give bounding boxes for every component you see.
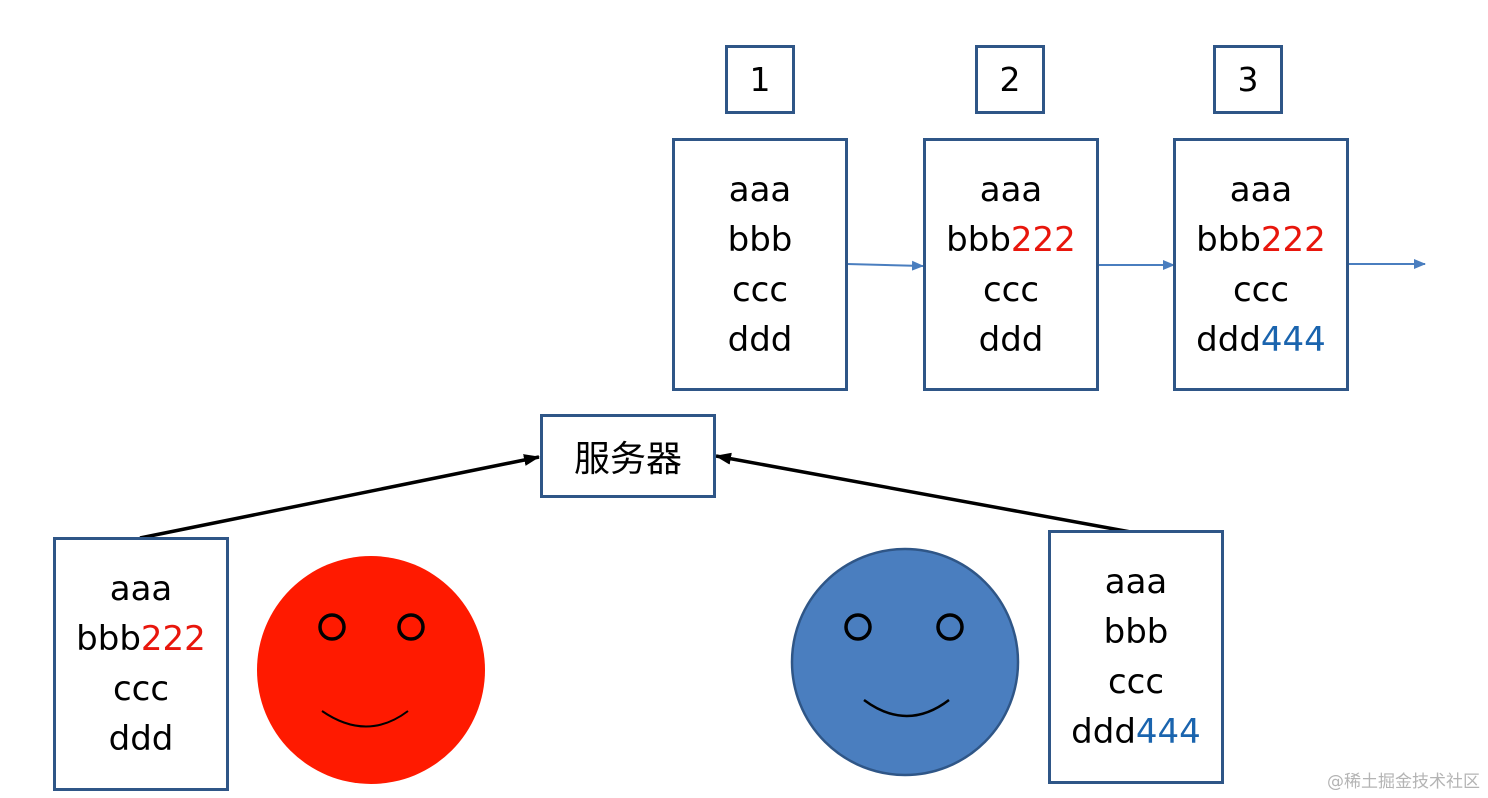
client-right-eye-right	[936, 613, 964, 641]
version-2-number: 2	[975, 45, 1045, 114]
line-base-text: ccc	[982, 269, 1040, 310]
doc-line: ddd	[109, 714, 174, 764]
version-arrow-1-to-2	[846, 260, 924, 271]
client-left-document: aaa bbb222 ccc ddd	[53, 537, 229, 791]
line-edit-text: 222	[140, 619, 206, 659]
client-right-smile	[863, 698, 950, 718]
doc-line: aaa	[1230, 165, 1293, 215]
watermark: @稀土掘金技术社区	[1327, 772, 1480, 792]
doc-line: aaa	[729, 165, 792, 215]
version-2-number-text: 2	[999, 60, 1021, 99]
doc-line: bbb	[728, 215, 793, 265]
doc-line: ddd	[728, 315, 793, 365]
line-base-text: bbb	[1103, 612, 1169, 652]
doc-line: ddd444	[1196, 315, 1326, 365]
client-right-face	[790, 547, 1020, 777]
line-edit-text: 222	[1260, 219, 1326, 260]
version-3-document: aaa bbb222 ccc ddd444	[1173, 138, 1349, 391]
line-base-text: ccc	[731, 269, 789, 310]
client-left-to-server-arrow	[139, 454, 540, 540]
client-left-face	[257, 556, 485, 784]
version-2-document: aaa bbb222 ccc ddd	[923, 138, 1099, 391]
server-label: 服务器	[573, 439, 682, 480]
client-right-document: aaa bbb ccc ddd444	[1048, 530, 1224, 784]
line-base-text: bbb	[76, 619, 141, 659]
server-box: 服务器	[540, 414, 716, 498]
doc-line: aaa	[980, 165, 1043, 215]
line-base-text: ddd	[1196, 319, 1261, 360]
client-left-eye-right	[397, 613, 425, 641]
version-1-document: aaa bbb ccc ddd	[672, 138, 848, 391]
doc-line: bbb	[1104, 607, 1169, 657]
doc-line: ddd444	[1071, 707, 1201, 757]
client-left-smile	[321, 710, 409, 728]
line-edit-text: 222	[1010, 219, 1076, 260]
doc-line: aaa	[1105, 557, 1168, 607]
client-left-eye-left	[318, 613, 346, 641]
line-base-text: aaa	[728, 169, 792, 210]
doc-line: aaa	[110, 564, 173, 614]
line-base-text: ccc	[1107, 662, 1165, 702]
doc-line: ddd	[979, 315, 1044, 365]
line-base-text: aaa	[979, 169, 1043, 210]
line-edit-text: 444	[1260, 319, 1326, 360]
version-3-number-text: 3	[1237, 60, 1259, 99]
client-right-to-server-arrow	[715, 452, 1137, 535]
line-base-text: aaa	[1104, 562, 1168, 602]
doc-line: ccc	[1233, 265, 1289, 315]
line-base-text: ccc	[1232, 269, 1290, 310]
client-left-face-circle	[257, 556, 485, 784]
line-base-text: ddd	[108, 719, 174, 759]
client-right-face-circle	[790, 547, 1020, 777]
line-base-text: ccc	[112, 669, 170, 709]
doc-line: bbb222	[1196, 215, 1326, 265]
doc-line: bbb222	[76, 614, 206, 664]
doc-line: ccc	[983, 265, 1039, 315]
line-base-text: ddd	[978, 319, 1044, 360]
line-base-text: aaa	[1229, 169, 1293, 210]
line-base-text: ddd	[727, 319, 793, 360]
version-1-number: 1	[725, 45, 795, 114]
version-1-number-text: 1	[749, 60, 771, 99]
doc-line: ccc	[113, 664, 169, 714]
line-base-text: bbb	[1196, 219, 1261, 260]
line-base-text: ddd	[1071, 712, 1136, 752]
line-edit-text: 444	[1135, 712, 1201, 752]
line-base-text: aaa	[109, 569, 173, 609]
doc-line: ccc	[1108, 657, 1164, 707]
line-base-text: bbb	[727, 219, 793, 260]
client-right-eye-left	[844, 613, 872, 641]
version-3-number: 3	[1213, 45, 1283, 114]
doc-line: bbb222	[946, 215, 1076, 265]
doc-line: ccc	[732, 265, 788, 315]
line-base-text: bbb	[946, 219, 1011, 260]
